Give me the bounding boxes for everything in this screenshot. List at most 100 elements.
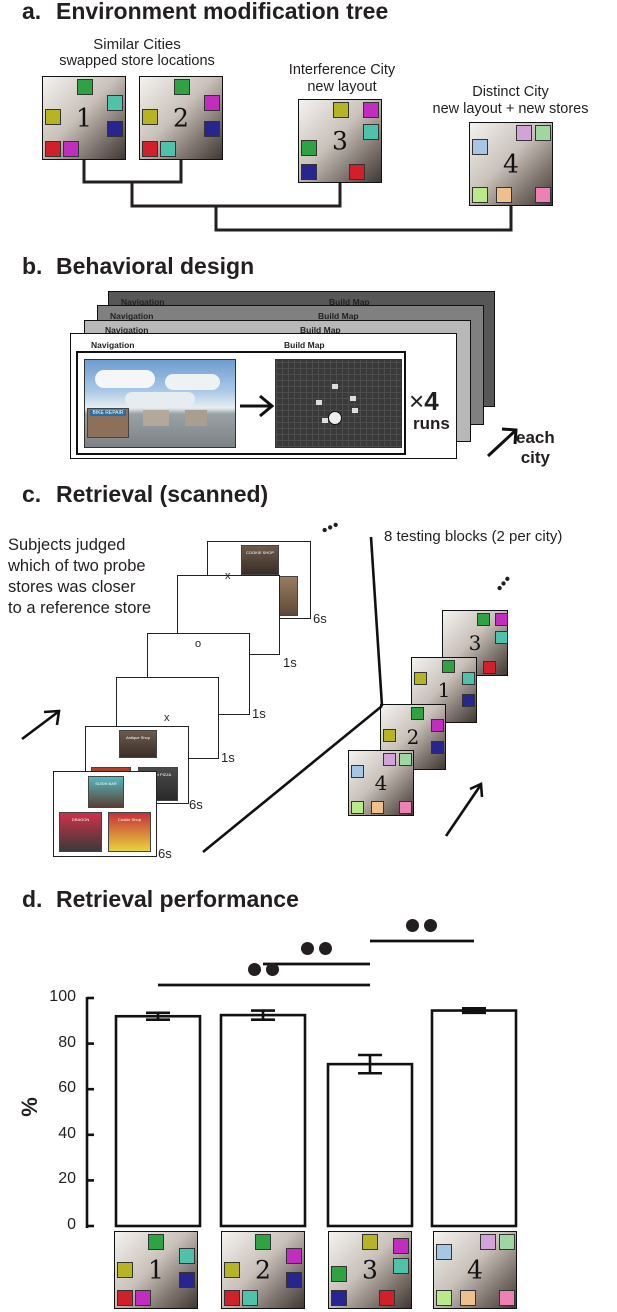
store-navy (204, 121, 220, 137)
store-teal (462, 672, 475, 685)
store-magenta (431, 719, 444, 732)
store-olive (45, 109, 61, 125)
run-nav-label: Navigation (105, 325, 149, 335)
store-peach (371, 801, 384, 814)
store-red (142, 141, 158, 157)
bar-3 (326, 1062, 414, 1228)
y-tick-label: 80 (58, 1033, 76, 1051)
fixation-o: o (195, 638, 202, 650)
store-magenta (363, 102, 379, 118)
distinct-city-subtitle: new layout + new stores (432, 101, 589, 117)
city-number: 2 (406, 725, 420, 749)
bar-1 (114, 1014, 202, 1228)
store-lightblue (351, 765, 364, 778)
store-navy (107, 121, 123, 137)
blocks-arrow-shaft (444, 785, 482, 837)
error-bar-4 (462, 1006, 486, 1015)
city-number: 2 (173, 103, 189, 133)
each-city-label: each city (516, 428, 555, 468)
blocks-label: 8 testing blocks (2 per city) (384, 528, 563, 545)
error-bar-2 (251, 1009, 275, 1021)
section-d-title: d.Retrieval performance (22, 886, 299, 913)
significance-dot (318, 942, 332, 955)
store-green (255, 1234, 271, 1250)
section-c-title: c.Retrieval (scanned) (22, 481, 268, 508)
fixation-x: x (225, 570, 231, 582)
store-sign: DRAGON FOODS (71, 817, 90, 823)
section-b-title: b.Behavioral design (22, 253, 254, 280)
map-token (322, 418, 328, 423)
bar-2 (219, 1013, 307, 1228)
duration-label: 1s (283, 655, 297, 670)
map-token (350, 396, 356, 401)
store-magenta (63, 141, 79, 157)
store-sign: SUSHI BAR (95, 781, 117, 786)
store-sign: GREEN PIZZA (144, 772, 172, 777)
store-green (301, 140, 317, 156)
store-photo: COOKIE SHOP (241, 545, 279, 575)
store-navy (301, 164, 317, 180)
description-line: stores was closer (8, 578, 136, 596)
section-a-title: a.Environment modification tree (22, 0, 388, 25)
run-card-1: Navigation Build Map BIKE REPAIR (70, 333, 457, 459)
store-green (442, 660, 455, 673)
city-number: 1 (76, 103, 92, 133)
divider-line-lower (202, 704, 383, 854)
significance-dot (248, 963, 261, 976)
store-red (483, 661, 496, 674)
hand-cursor-icon (328, 411, 342, 425)
store-green (411, 707, 424, 720)
duration-label: 6s (189, 797, 203, 812)
store-lightblue (436, 1244, 452, 1260)
store-red (45, 141, 61, 157)
store-photo: SUSHI BAR (88, 776, 124, 808)
run-build-label: Build Map (318, 311, 359, 321)
description-line: Subjects judged (8, 536, 126, 554)
store-photo: Antique Shop (119, 730, 157, 758)
store-red (117, 1290, 133, 1306)
category-label: 2 (255, 1255, 271, 1285)
duration-label: 1s (252, 706, 266, 721)
navigation-screenshot: BIKE REPAIR (84, 359, 236, 448)
runs-count: 4 (424, 386, 439, 416)
store-green (331, 1266, 347, 1282)
distinct-city-label: Distinct City new layout + new stores (408, 84, 613, 118)
error-bar-3 (358, 1053, 382, 1075)
section-b-heading: Behavioral design (56, 253, 255, 279)
store-green (477, 613, 490, 626)
significance-dot (424, 919, 437, 932)
block-city-4: 4 (348, 750, 414, 816)
store-mint (499, 1234, 515, 1250)
store-red (349, 164, 365, 180)
store-green (77, 79, 93, 95)
city-number: 1 (437, 678, 451, 702)
store-olive (224, 1262, 240, 1278)
store-red (379, 1290, 395, 1306)
duration-label: 1s (221, 750, 235, 765)
category-label: 1 (148, 1255, 164, 1285)
description-line: to a reference store (8, 599, 152, 617)
store-mint (535, 125, 551, 141)
significance-dot (266, 963, 279, 976)
store-mint (399, 753, 412, 766)
duration-label: 6s (313, 611, 327, 626)
interference-city-subtitle: new layout (307, 79, 377, 95)
city-number: 3 (468, 631, 482, 655)
city-number: 4 (374, 771, 388, 795)
city-3-map: 3 (298, 99, 382, 183)
store-lavender (516, 125, 532, 141)
store-teal (393, 1258, 409, 1274)
store-photo: DRAGON FOODS (59, 812, 102, 852)
trials-arrow-head (43, 709, 61, 726)
times-icon: × (409, 386, 425, 416)
city-2-map: 2 (139, 76, 223, 160)
category-label: 4 (467, 1255, 483, 1285)
significance-dot (406, 919, 419, 932)
store-teal (160, 141, 176, 157)
store-lightblue (472, 139, 488, 155)
description-line: which of two probe (8, 557, 146, 575)
store-olive (117, 1262, 133, 1278)
store-olive (414, 672, 427, 685)
